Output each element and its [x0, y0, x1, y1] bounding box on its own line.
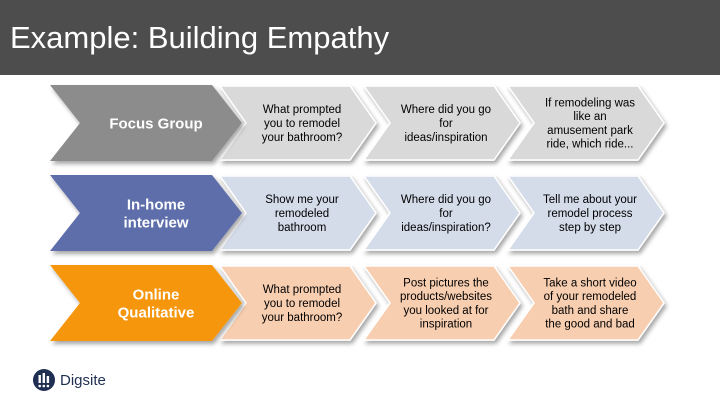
step-chevron-shape: [362, 265, 521, 341]
step-text-line: products/websites: [400, 291, 492, 303]
slide-title: Example: Building Empathy: [10, 20, 390, 55]
step-text: Where did you go for ideas/inspiration: [401, 104, 491, 144]
process-row-3: Take a short video of your remodeled bath …: [50, 265, 665, 341]
step-chevron-shape: [362, 85, 521, 161]
category-chevron-shape: [50, 175, 242, 251]
step-text-line: Where did you go: [401, 104, 491, 116]
step-text: Show me your remodeled bathroom: [265, 194, 339, 234]
step-text-line: remodel process: [547, 208, 632, 220]
step-text-line: you looked at for: [403, 305, 488, 317]
digsite-logo-icon: [33, 369, 55, 391]
step-chevron: Where did you go for ideas/inspiration: [362, 85, 521, 161]
step-text-line: Take a short video: [543, 277, 636, 289]
step-chevron: If remodeling was like an amusement park ri…: [506, 85, 665, 161]
category-chevron-shape: [50, 85, 242, 161]
step-text-line: If remodeling was: [545, 97, 635, 109]
step-chevron: Post pictures the products/websites you lo…: [362, 265, 521, 341]
step-text-line: What prompted: [263, 284, 342, 296]
step-chevron: Show me your remodeled bathroom: [218, 175, 377, 251]
step-text-line: inspiration: [420, 319, 472, 331]
step-text-line: Where did you go: [401, 194, 491, 206]
step-chevron-shape: [506, 265, 665, 341]
step-text-line: ride, which ride...: [547, 139, 634, 151]
category-label-line: In-home: [127, 196, 185, 213]
step-text: If remodeling was like an amusement park ri…: [545, 97, 635, 150]
category-label: Focus Group: [109, 115, 202, 132]
step-chevron: Tell me about your remodel process step by…: [506, 175, 665, 251]
step-text-line: ideas/inspiration?: [401, 222, 491, 234]
process-row-2: Tell me about your remodel process step by…: [50, 175, 665, 251]
step-text-line: What prompted: [263, 104, 342, 116]
step-text-line: bath and share: [552, 305, 629, 317]
category-label-line: interview: [123, 214, 188, 231]
step-text-line: of your remodeled: [544, 291, 637, 303]
step-text: Tell me about your remodel process step by…: [543, 194, 637, 234]
category-chevron: Focus Group: [50, 85, 242, 161]
step-text-line: your bathroom?: [262, 312, 343, 324]
step-chevron: What prompted you to remodel your bathroom…: [218, 265, 377, 341]
step-chevron-shape: [218, 265, 377, 341]
step-chevron-shape: [506, 85, 665, 161]
step-text-line: like an: [573, 111, 606, 123]
step-text-line: you to remodel: [264, 298, 340, 310]
step-text: Post pictures the products/websites you lo…: [400, 277, 492, 330]
step-text-line: step by step: [559, 222, 621, 234]
step-text-line: for: [439, 118, 453, 130]
step-text-line: for: [439, 208, 453, 220]
category-chevron-shape: [50, 265, 242, 341]
step-text: Take a short video of your remodeled bath …: [543, 277, 636, 330]
step-chevron-shape: [218, 175, 377, 251]
digsite-logo: Digsite: [32, 368, 106, 392]
step-chevron: Take a short video of your remodeled bath …: [506, 265, 665, 341]
step-text: What prompted you to remodel your bathroom…: [262, 104, 343, 144]
step-text-line: Tell me about your: [543, 194, 637, 206]
category-label-line: Online: [133, 286, 180, 303]
step-text-line: Post pictures the: [403, 277, 489, 289]
step-text-line: remodeled: [275, 208, 329, 220]
step-chevron-shape: [218, 85, 377, 161]
category-label-line: Qualitative: [118, 304, 195, 321]
step-text-line: ideas/inspiration: [404, 132, 487, 144]
process-row-1: If remodeling was like an amusement park ri…: [50, 85, 665, 161]
step-text-line: Show me your: [265, 194, 339, 206]
step-text-line: your bathroom?: [262, 132, 343, 144]
step-chevron-shape: [362, 175, 521, 251]
step-text-line: the good and bad: [545, 319, 635, 331]
title-bar: Example: Building Empathy: [0, 0, 720, 75]
step-text: What prompted you to remodel your bathroom…: [262, 284, 343, 324]
category-label-line: Focus Group: [109, 115, 202, 132]
step-chevron: What prompted you to remodel your bathroom…: [218, 85, 377, 161]
step-text-line: bathroom: [278, 222, 327, 234]
logo-text: Digsite: [60, 371, 106, 389]
step-text: Where did you go for ideas/inspiration?: [401, 194, 491, 234]
step-text-line: you to remodel: [264, 118, 340, 130]
step-text-line: amusement park: [547, 125, 633, 137]
step-chevron-shape: [506, 175, 665, 251]
step-chevron: Where did you go for ideas/inspiration?: [362, 175, 521, 251]
